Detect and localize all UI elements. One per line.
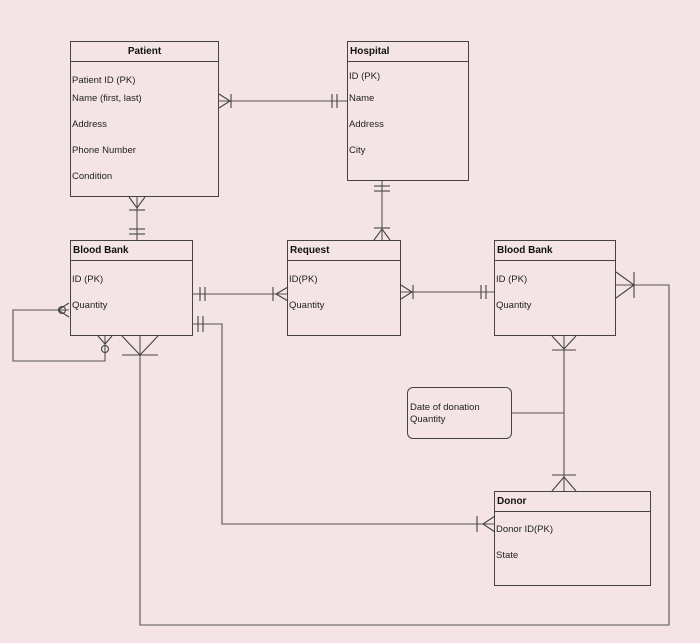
attr-patient-id: Patient ID (PK) [72,75,136,86]
attr-phone: Phone Number [72,145,136,156]
attr-name: Name [349,93,375,104]
attr-donor-id: Donor ID(PK) [496,524,554,535]
attr-city: City [349,145,366,156]
entity-donor[interactable]: Donor Donor ID(PK) State [494,491,651,586]
attr-name: Name (first, last) [72,93,142,104]
relationship-attribute-note[interactable]: Date of donation Quantity [407,387,512,439]
attr-id: ID (PK) [72,274,104,285]
attr-id: ID(PK) [289,274,318,285]
entity-title: Request [288,241,400,261]
entity-title: Donor [495,492,650,512]
entity-request[interactable]: Request ID(PK) Quantity [287,240,401,336]
entity-blood-bank-left[interactable]: Blood Bank ID (PK) Quantity [70,240,193,336]
attr-id: ID (PK) [496,274,528,285]
entity-title: Blood Bank [71,241,192,261]
rel-patient-bloodbank [128,196,146,240]
rel-request-bloodbank [400,284,495,300]
rel-hospital-request [373,180,391,241]
rel-bloodbank-donor-left [193,316,496,533]
entity-title: Patient [71,42,218,62]
entity-title: Hospital [348,42,468,62]
attr-condition: Condition [72,171,113,182]
rel-bloodbank-request [193,286,289,302]
note-line-quantity: Quantity [410,414,446,425]
rel-bloodbank-bloodbank [121,271,670,626]
rel-bloodbank-self [12,302,113,362]
attr-state: State [496,550,519,561]
rel-patient-hospital [218,93,348,109]
entity-patient[interactable]: Patient Patient ID (PK) Name (first, las… [70,41,219,197]
entity-blood-bank-right[interactable]: Blood Bank ID (PK) Quantity [494,240,616,336]
attr-quantity: Quantity [496,300,532,311]
attr-quantity: Quantity [289,300,325,311]
entity-title: Blood Bank [495,241,615,261]
attr-address: Address [72,119,107,130]
attr-quantity: Quantity [72,300,108,311]
note-line-date: Date of donation [410,402,480,413]
attr-id: ID (PK) [349,71,381,82]
entity-hospital[interactable]: Hospital ID (PK) Name Address City [347,41,469,181]
attr-address: Address [349,119,384,130]
rel-bloodbank-donor [512,335,577,492]
